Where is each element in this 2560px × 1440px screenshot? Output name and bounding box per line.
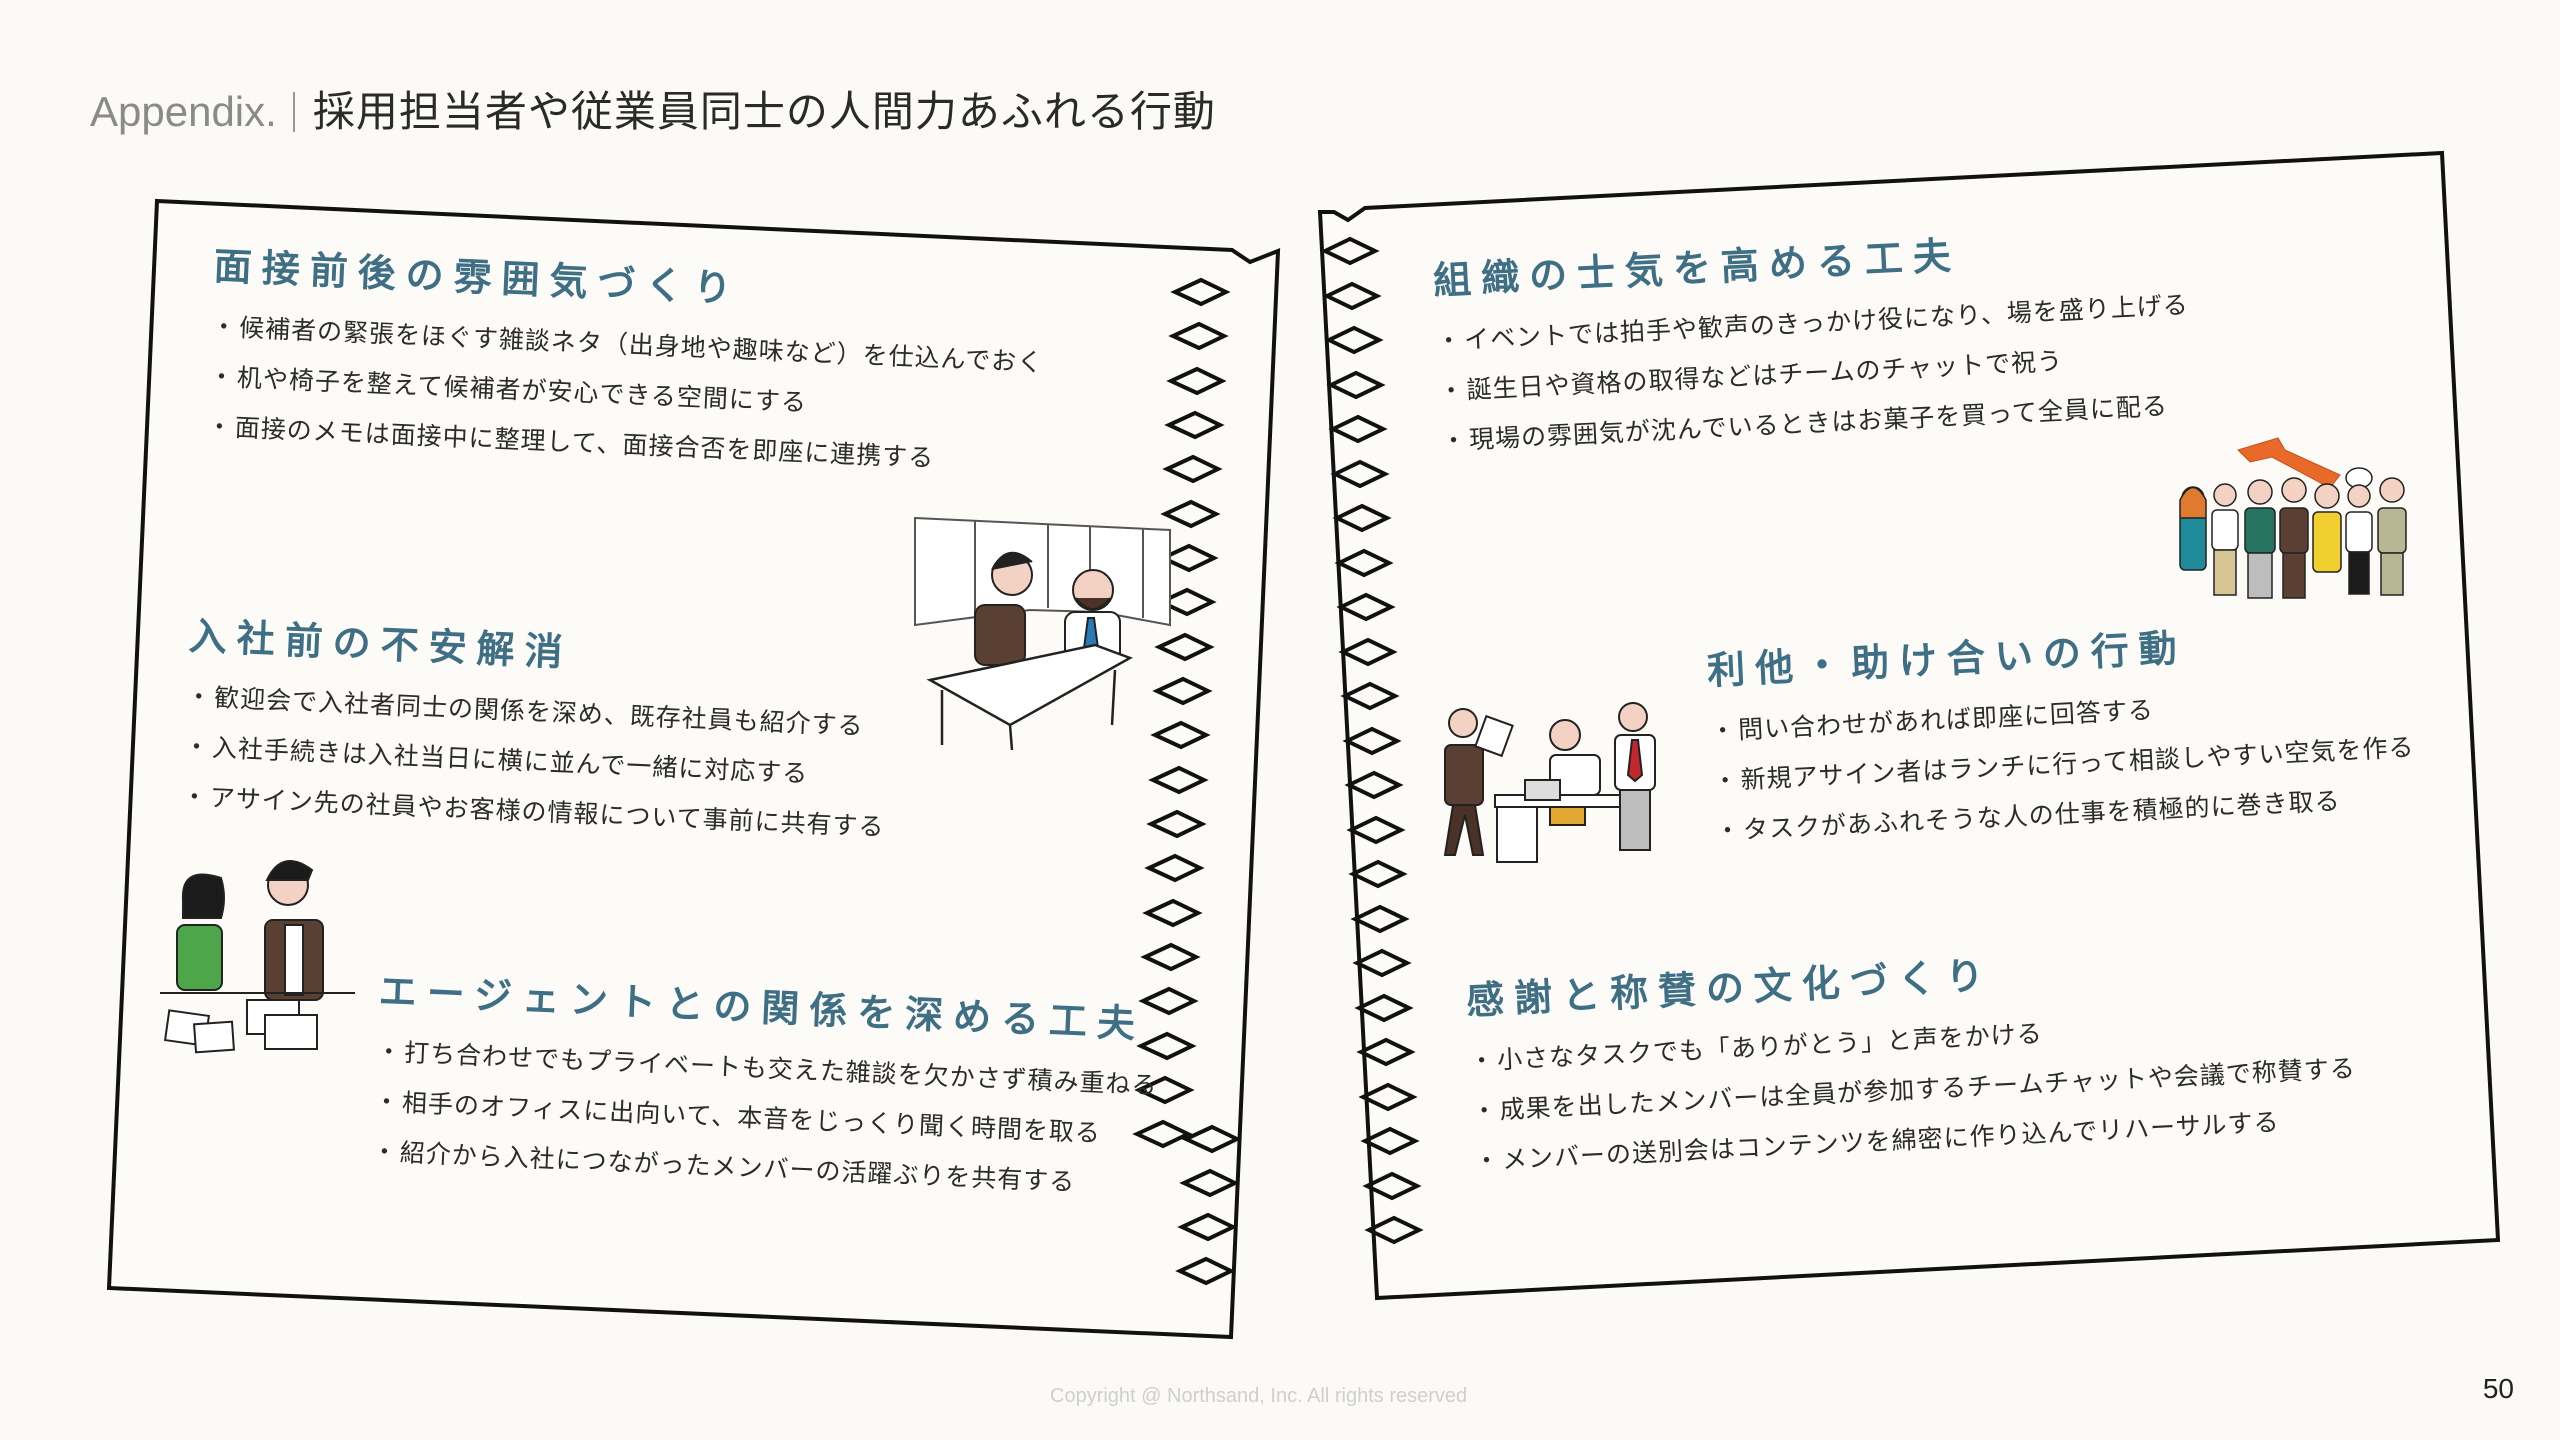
section-gratitude-culture: 感謝と称賛の文化づくり 小さなタスクでも「ありがとう」と声をかける 成果を出した…: [1465, 932, 2359, 1187]
section-mutual-help: 利他・助け合いの行動 問い合わせがあれば即座に回答する 新規アサイン者はランチに…: [1706, 611, 2418, 857]
appendix-label: Appendix.: [90, 88, 277, 135]
page-number: 50: [2482, 1373, 2514, 1404]
agent-meeting-illustration: [160, 860, 355, 1054]
team-cheering-illustration: [2179, 437, 2407, 599]
right-spiral-rings: [1320, 236, 1424, 1245]
section-team-morale: 組織の士気を高める工夫 イベントでは拍手や歓声のきっかけ役になり、場を盛り上げる…: [1432, 218, 2195, 467]
section-interview-atmosphere: 面接前後の雰囲気づくり 候補者の緊張をほぐす雑談ネタ（出身地や趣味など）を仕込ん…: [206, 240, 1047, 488]
section-pre-joining-anxiety: 入社前の不安解消 歓迎会で入社者同士の関係を深め、既存社員も紹介する 入社手続き…: [181, 610, 893, 852]
page-title: Appendix. 採用担当者や従業員同士の人間力あふれる行動: [90, 82, 1216, 142]
left-spiral-rings: [1132, 277, 1242, 1286]
section-agent-relationship: エージェントとの関係を深める工夫 打ち合わせでもプライベートも交えた雑談を欠かさ…: [371, 965, 1162, 1211]
copyright-footer: Copyright @ Northsand, Inc. All rights r…: [1050, 1385, 1468, 1407]
page-title-text: 採用担当者や従業員同士の人間力あふれる行動: [312, 87, 1216, 136]
office-help-illustration: [1443, 702, 1656, 863]
interview-table-illustration: [914, 516, 1171, 750]
title-divider: [292, 92, 295, 132]
